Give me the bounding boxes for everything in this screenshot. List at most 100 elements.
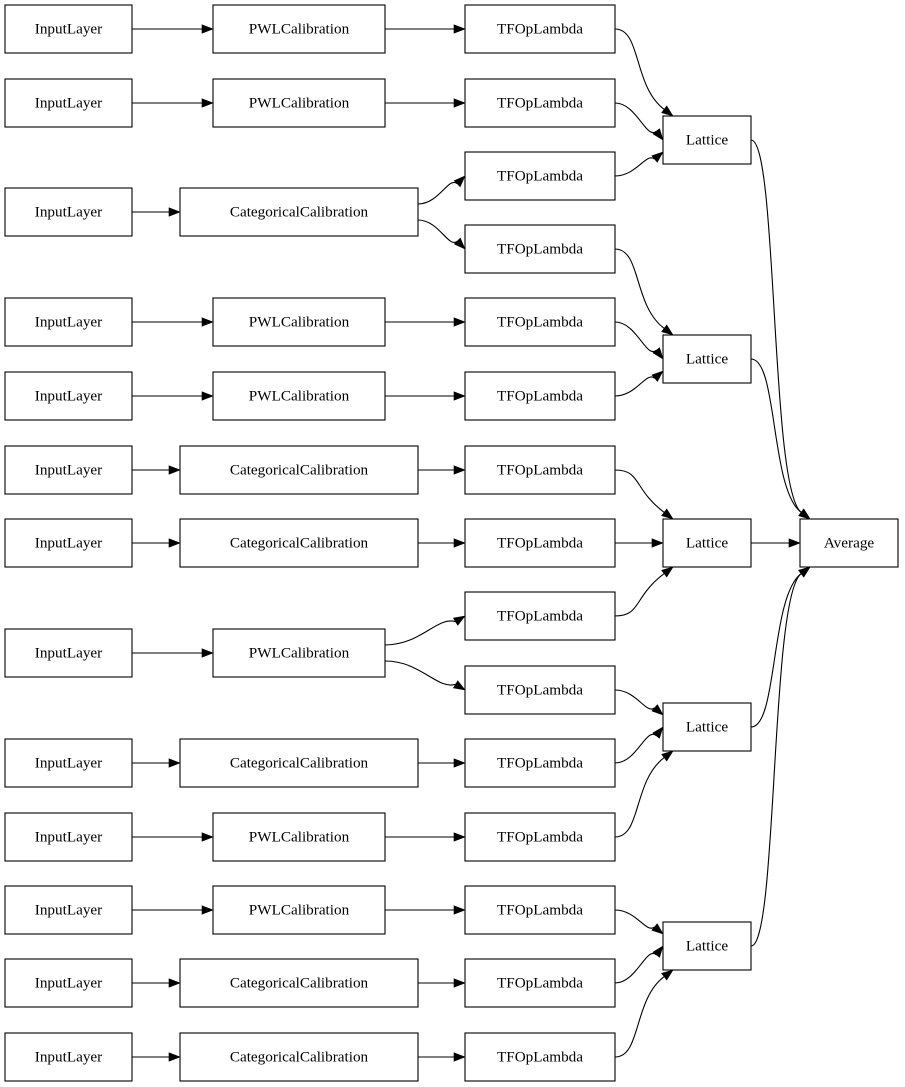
node-categorical-calibration[interactable]: CategoricalCalibration <box>179 445 419 495</box>
node-box[interactable] <box>464 297 616 347</box>
node-box[interactable] <box>4 78 133 128</box>
node-box[interactable] <box>799 518 899 568</box>
node-tfop-lambda[interactable]: TFOpLambda <box>464 885 616 935</box>
node-input-layer[interactable]: InputLayer <box>4 812 133 862</box>
node-box[interactable] <box>464 885 616 935</box>
node-input-layer[interactable]: InputLayer <box>4 187 133 237</box>
node-box[interactable] <box>662 518 752 568</box>
node-box[interactable] <box>4 297 133 347</box>
node-tfop-lambda[interactable]: TFOpLambda <box>464 445 616 495</box>
node-box[interactable] <box>212 4 386 54</box>
node-tfop-lambda[interactable]: TFOpLambda <box>464 224 616 274</box>
node-input-layer[interactable]: InputLayer <box>4 738 133 788</box>
node-box[interactable] <box>212 812 386 862</box>
node-tfop-lambda[interactable]: TFOpLambda <box>464 371 616 421</box>
node-pwlcalibration[interactable]: PWLCalibration <box>212 78 386 128</box>
node-tfop-lambda[interactable]: TFOpLambda <box>464 591 616 641</box>
node-input-layer[interactable]: InputLayer <box>4 628 133 678</box>
node-lattice[interactable]: Lattice <box>662 702 752 752</box>
node-pwlcalibration[interactable]: PWLCalibration <box>212 885 386 935</box>
node-box[interactable] <box>212 628 386 678</box>
node-box[interactable] <box>464 224 616 274</box>
node-box[interactable] <box>464 812 616 862</box>
node-box[interactable] <box>464 371 616 421</box>
node-box[interactable] <box>212 885 386 935</box>
node-tfop-lambda[interactable]: TFOpLambda <box>464 812 616 862</box>
node-box[interactable] <box>4 445 133 495</box>
node-pwlcalibration[interactable]: PWLCalibration <box>212 4 386 54</box>
node-pwlcalibration[interactable]: PWLCalibration <box>212 812 386 862</box>
node-input-layer[interactable]: InputLayer <box>4 445 133 495</box>
node-pwlcalibration[interactable]: PWLCalibration <box>212 628 386 678</box>
node-tfop-lambda[interactable]: TFOpLambda <box>464 958 616 1008</box>
node-box[interactable] <box>4 812 133 862</box>
node-box[interactable] <box>179 187 419 237</box>
node-box[interactable] <box>179 445 419 495</box>
arrowhead <box>201 24 214 34</box>
node-tfop-lambda[interactable]: TFOpLambda <box>464 297 616 347</box>
arrowhead <box>453 24 466 34</box>
node-box[interactable] <box>464 591 616 641</box>
node-tfop-lambda[interactable]: TFOpLambda <box>464 151 616 201</box>
node-box[interactable] <box>662 702 752 752</box>
node-label: InputLayer <box>35 203 102 220</box>
node-tfop-lambda[interactable]: TFOpLambda <box>464 738 616 788</box>
edge-tfop-lambda-to-lattice <box>614 976 665 1058</box>
node-input-layer[interactable]: InputLayer <box>4 885 133 935</box>
node-tfop-lambda[interactable]: TFOpLambda <box>464 1032 616 1082</box>
node-lattice[interactable]: Lattice <box>662 334 752 384</box>
node-box[interactable] <box>212 371 386 421</box>
node-box[interactable] <box>464 1032 616 1082</box>
node-box[interactable] <box>464 445 616 495</box>
node-box[interactable] <box>662 334 752 384</box>
node-label: InputLayer <box>35 94 102 111</box>
node-lattice[interactable]: Lattice <box>662 115 752 165</box>
node-box[interactable] <box>464 665 616 715</box>
node-box[interactable] <box>179 518 419 568</box>
node-input-layer[interactable]: InputLayer <box>4 78 133 128</box>
node-box[interactable] <box>212 78 386 128</box>
node-box[interactable] <box>4 187 133 237</box>
node-lattice[interactable]: Lattice <box>662 921 752 971</box>
node-input-layer[interactable]: InputLayer <box>4 958 133 1008</box>
node-input-layer[interactable]: InputLayer <box>4 297 133 347</box>
node-input-layer[interactable]: InputLayer <box>4 371 133 421</box>
node-box[interactable] <box>4 885 133 935</box>
node-box[interactable] <box>4 1032 133 1082</box>
node-box[interactable] <box>179 738 419 788</box>
node-box[interactable] <box>4 628 133 678</box>
node-box[interactable] <box>4 958 133 1008</box>
node-box[interactable] <box>4 371 133 421</box>
node-box[interactable] <box>464 958 616 1008</box>
node-box[interactable] <box>4 4 133 54</box>
node-box[interactable] <box>179 958 419 1008</box>
node-tfop-lambda[interactable]: TFOpLambda <box>464 78 616 128</box>
node-box[interactable] <box>464 518 616 568</box>
node-input-layer[interactable]: InputLayer <box>4 4 133 54</box>
node-categorical-calibration[interactable]: CategoricalCalibration <box>179 187 419 237</box>
node-box[interactable] <box>464 738 616 788</box>
node-box[interactable] <box>464 78 616 128</box>
node-categorical-calibration[interactable]: CategoricalCalibration <box>179 1032 419 1082</box>
node-average[interactable]: Average <box>799 518 899 568</box>
node-box[interactable] <box>4 518 133 568</box>
node-categorical-calibration[interactable]: CategoricalCalibration <box>179 518 419 568</box>
node-box[interactable] <box>662 921 752 971</box>
edge-tfop-lambda-to-lattice <box>614 909 655 929</box>
node-categorical-calibration[interactable]: CategoricalCalibration <box>179 958 419 1008</box>
node-tfop-lambda[interactable]: TFOpLambda <box>464 4 616 54</box>
node-input-layer[interactable]: InputLayer <box>4 518 133 568</box>
node-box[interactable] <box>179 1032 419 1082</box>
node-box[interactable] <box>212 297 386 347</box>
node-box[interactable] <box>4 738 133 788</box>
node-box[interactable] <box>464 4 616 54</box>
node-input-layer[interactable]: InputLayer <box>4 1032 133 1082</box>
node-tfop-lambda[interactable]: TFOpLambda <box>464 665 616 715</box>
node-box[interactable] <box>662 115 752 165</box>
node-lattice[interactable]: Lattice <box>662 518 752 568</box>
node-categorical-calibration[interactable]: CategoricalCalibration <box>179 738 419 788</box>
node-pwlcalibration[interactable]: PWLCalibration <box>212 297 386 347</box>
node-tfop-lambda[interactable]: TFOpLambda <box>464 518 616 568</box>
node-pwlcalibration[interactable]: PWLCalibration <box>212 371 386 421</box>
node-box[interactable] <box>464 151 616 201</box>
